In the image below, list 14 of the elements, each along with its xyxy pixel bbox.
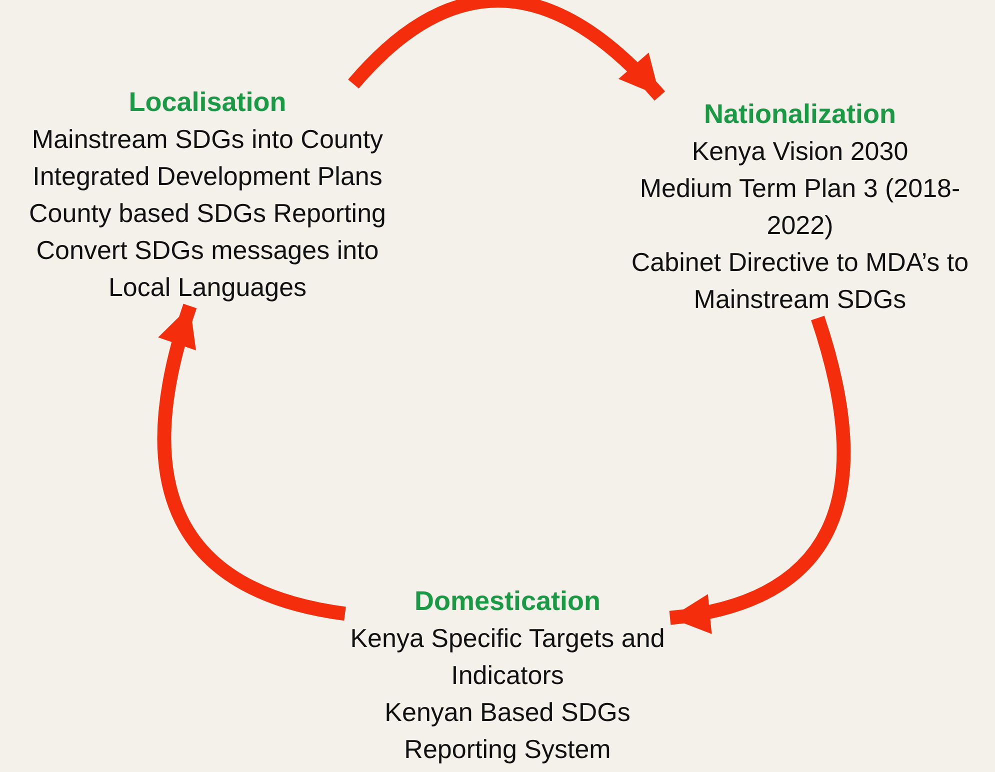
text-line: County based SDGs Reporting: [28, 197, 387, 230]
text-line: Medium Term Plan 3 (2018-2022): [638, 172, 962, 242]
heading: Nationalization: [702, 98, 897, 131]
text-line: Kenya Specific Targets and Indicators: [349, 622, 666, 692]
curved-arrow: [668, 316, 850, 632]
text-line: Convert SDGs messages into Local Languages: [35, 234, 380, 304]
curved-arrow: [348, 0, 665, 101]
text-line: Mainstream SDGs into County Integrated Development Plans: [30, 123, 384, 193]
heading: Localisation: [128, 86, 288, 119]
text-line: Cabinet Directive to MDA’s to Mainstream SDGs: [630, 246, 970, 316]
curved-arrow: [157, 304, 346, 621]
heading: Domestication: [413, 585, 602, 618]
text-line: Kenya Vision 2030: [690, 135, 910, 168]
text-line: Kenyan Based SDGs Reporting System: [384, 696, 632, 766]
